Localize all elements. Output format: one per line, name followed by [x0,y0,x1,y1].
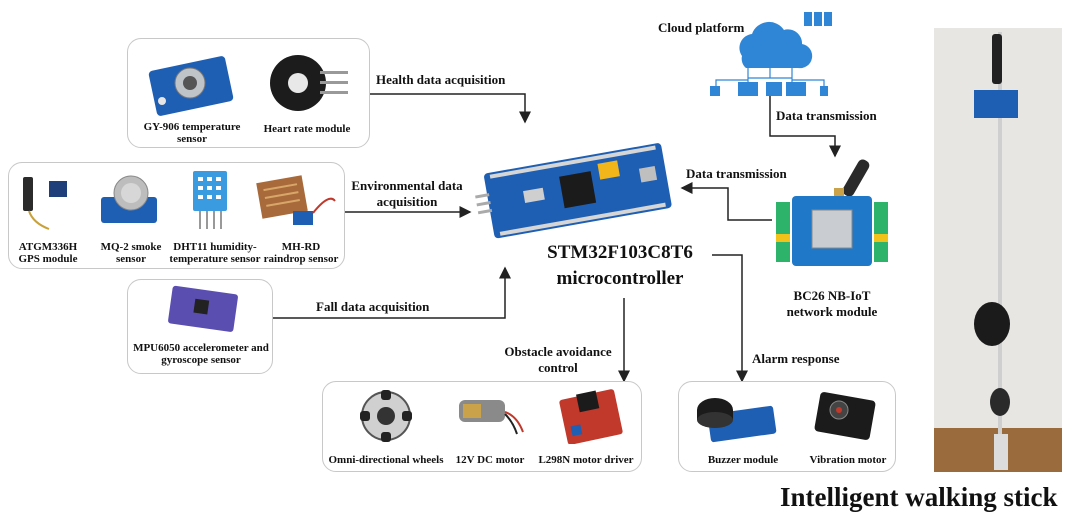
network-mcu-edge-label: Data transmission [686,166,787,181]
health-sensor-group: GY-906 temperature sensor Heart rate mod… [127,38,370,148]
mcu-label-line1: STM32F103C8T6 [547,242,693,263]
environmental-edge-label: Environmental data acquisition [340,178,474,210]
dc-motor-image [459,400,524,435]
vibration-motor-label: Vibration motor [809,454,887,466]
gps-label: ATGM336H GPS module [18,241,78,265]
obstacle-edge-label: Obstacle avoidance control [492,344,624,376]
walking-stick-caption: Intelligent walking stick [780,482,1058,512]
l298n-label: L298N motor driver [538,454,634,466]
bc26-module-image [776,159,888,266]
cloud-network-connector [769,96,841,158]
cloud-platform-label: Cloud platform [658,20,745,35]
mq2-smoke-sensor-image [101,175,157,223]
network-module-label-line1: BC26 NB-IoT [793,288,871,303]
network-mcu-connector [680,182,772,221]
obstacle-actuator-group: Omni-directional wheels 12V DC motor L29… [322,381,642,472]
buzzer-module-image [697,398,777,443]
alarm-edge-label: Alarm response [752,351,840,366]
environmental-edge-label-line2: acquisition [376,194,438,209]
raindrop-sensor-image [256,175,336,225]
mcu-label-line2: microcontroller [556,268,684,289]
omni-wheel-image [360,390,412,442]
environmental-sensor-group: ATGM336H GPS module MQ-2 smoke sensor DH… [8,162,345,269]
mpu6050-sensor-image [168,285,238,332]
vibration-motor-image [814,392,876,440]
raindrop-label: MH-RD raindrop sensor [263,241,339,265]
l298n-driver-image [559,389,623,444]
omni-wheel-label: Omni-directional wheels [328,454,444,466]
mcu-label: STM32F103C8T6 microcontroller [522,240,718,292]
obstacle-edge-label-line1: Obstacle avoidance [504,344,612,359]
gps-module-image [23,177,67,230]
heart-rate-label: Heart rate module [263,123,351,135]
fall-edge-label: Fall data acquisition [316,299,430,314]
heart-rate-module-image [270,55,348,111]
stm32-board-image [475,143,672,239]
network-module-label: BC26 NB-IoT network module [776,288,888,320]
fall-connector [273,266,511,319]
mq2-label: MQ-2 smoke sensor [100,241,162,265]
health-edge-label: Health data acquisition [376,72,506,87]
fall-sensor-group: MPU6050 accelerometer and gyroscope sens… [127,279,273,374]
cloud-platform-image [710,12,832,96]
dht11-label: DHT11 humidity-temperature sensor [169,241,261,265]
dht11-sensor-image [193,171,227,229]
obstacle-edge-label-line2: control [538,360,578,375]
cloud-network-edge-label: Data transmission [776,108,877,123]
walking-stick-photo [934,28,1062,472]
health-connector [370,93,531,124]
gy906-temperature-sensor-image [148,56,234,116]
gy906-label: GY-906 temperature sensor [143,121,241,145]
dc-motor-label: 12V DC motor [455,454,525,466]
alarm-actuator-group: Buzzer module Vibration motor [678,381,896,472]
alarm-connector [712,254,748,383]
mpu6050-label: MPU6050 accelerometer and gyroscope sens… [133,342,269,366]
network-module-label-line2: network module [786,304,878,319]
buzzer-label: Buzzer module [707,454,779,466]
environmental-edge-label-line1: Environmental data [351,178,463,193]
